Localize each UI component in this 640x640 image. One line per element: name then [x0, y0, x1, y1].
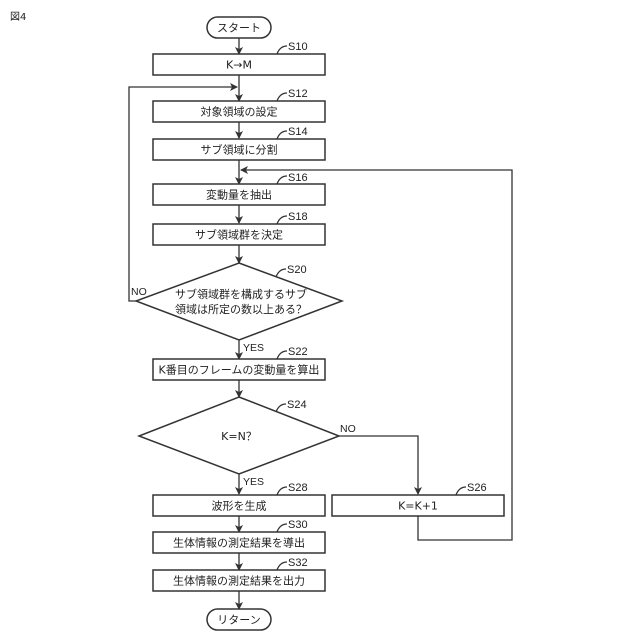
step-id: S18 [288, 211, 308, 223]
branch-label-no: NO [340, 423, 356, 435]
decision-s24: S24 K=N？ [139, 397, 339, 474]
step-id: S14 [288, 126, 308, 138]
step-id: S12 [288, 88, 308, 100]
step-text: 波形を生成 [212, 499, 267, 513]
figure-label: 図4 [10, 11, 26, 23]
branch-label-yes: YES [243, 342, 264, 354]
step-id: S22 [288, 346, 308, 358]
step-text: サブ領域群を決定 [195, 228, 283, 242]
decision-s20: S20 サブ領域群を構成するサブ 領域は所定の数以上ある？ [136, 263, 342, 340]
leader-s26 [456, 487, 466, 495]
start-label: スタート [217, 22, 261, 35]
leader-s28 [277, 487, 287, 495]
step-id: S32 [288, 557, 308, 569]
step-text: K番目のフレームの変動量を算出 [159, 363, 320, 377]
step-id: S10 [288, 41, 308, 53]
start-terminal: スタート [207, 17, 271, 38]
step-text: サブ領域に分割 [201, 143, 278, 157]
step-id: S20 [287, 264, 307, 276]
step-id: S16 [288, 172, 308, 184]
leader-s12 [277, 93, 287, 101]
leader-s24 [276, 404, 286, 412]
arrow-s24-no [339, 436, 418, 494]
decision-text-line2: 領域は所定の数以上ある？ [175, 302, 307, 316]
leader-s22 [277, 351, 287, 359]
step-id: S26 [467, 482, 487, 494]
leader-s18 [277, 216, 287, 224]
leader-s10 [277, 46, 287, 54]
branch-label-no: NO [131, 286, 147, 298]
leader-s30 [277, 524, 287, 532]
leader-s16 [277, 176, 287, 184]
step-text: K→M [226, 59, 252, 72]
step-id: S24 [287, 399, 307, 411]
leader-s14 [277, 131, 287, 139]
step-text: 生体情報の測定結果を導出 [173, 536, 305, 550]
decision-text-line1: サブ領域群を構成するサブ [175, 287, 307, 301]
branch-label-yes: YES [243, 476, 264, 488]
step-id: S28 [288, 482, 308, 494]
decision-text: K=N？ [221, 430, 257, 443]
end-terminal: リターン [207, 609, 271, 630]
end-label: リターン [217, 614, 260, 627]
step-text: 生体情報の測定結果を出力 [173, 574, 305, 588]
step-text: K=K+1 [398, 500, 438, 513]
leader-s20 [276, 269, 286, 277]
step-id: S30 [288, 519, 308, 531]
step-text: 変動量を抽出 [206, 188, 272, 202]
step-text: 対象領域の設定 [201, 105, 278, 119]
leader-s32 [277, 562, 287, 570]
